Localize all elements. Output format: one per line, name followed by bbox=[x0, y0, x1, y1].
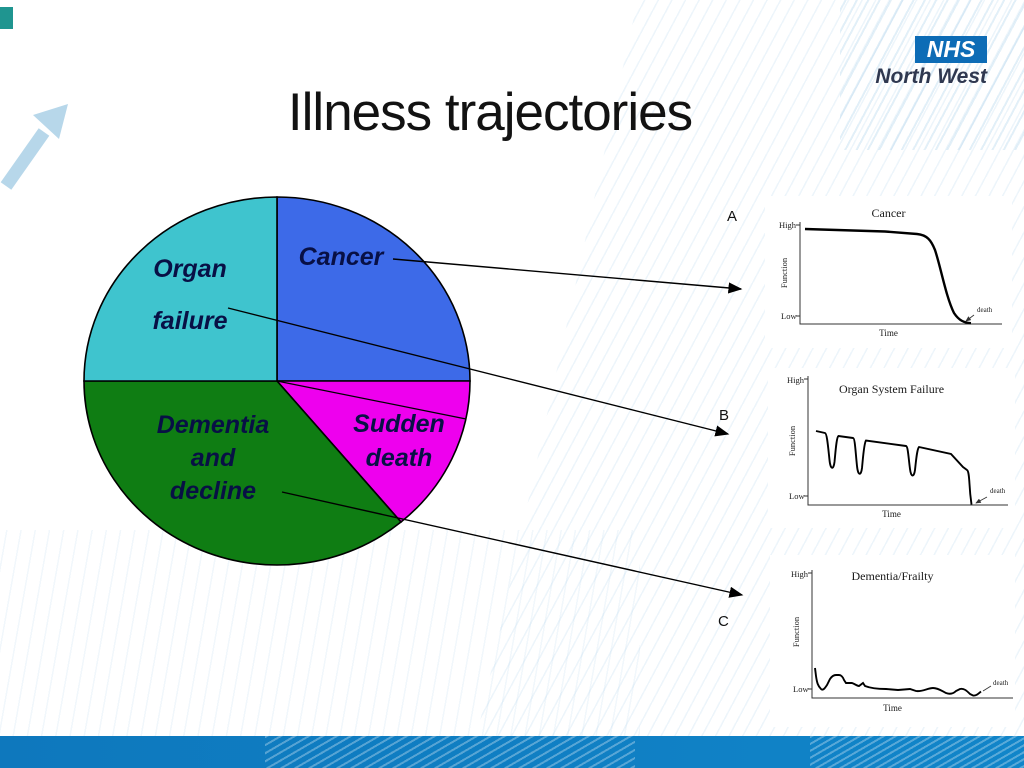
chart-title: Dementia/Frailty bbox=[851, 569, 934, 583]
x-axis-title: Time bbox=[882, 509, 901, 519]
dementia-frailty-trajectory-plot bbox=[808, 570, 1013, 699]
pie-label-sudden-line2: death bbox=[365, 444, 433, 472]
y-axis-high-label: High bbox=[791, 569, 808, 579]
trajectory-chart-organ-system-failure: Organ System Failure High Low Function T… bbox=[768, 368, 1015, 528]
pie-slice-sudden-death bbox=[275, 380, 471, 524]
death-annotation: death bbox=[990, 487, 1006, 495]
pie-label-sudden-death: Sudden death bbox=[328, 407, 470, 475]
corner-accent-square bbox=[0, 7, 13, 29]
cancer-curve bbox=[804, 227, 972, 325]
chart-letter-c: C bbox=[718, 613, 729, 630]
chart-title: Cancer bbox=[871, 206, 906, 220]
x-axis-title: Time bbox=[879, 328, 898, 338]
pie-label-dementia-and-decline: Dementia and decline bbox=[133, 409, 293, 508]
pie-label-failure: failure bbox=[152, 307, 228, 335]
pie-slice-cancer bbox=[276, 196, 471, 382]
trajectory-chart-dementia-frailty: Dementia/Frailty High Low Function Time … bbox=[770, 555, 1015, 727]
band-streaks-left bbox=[265, 736, 635, 768]
y-axis-title: Function bbox=[791, 616, 802, 648]
nhs-logo-box: NHS bbox=[915, 36, 987, 63]
pie-chart bbox=[83, 196, 471, 566]
y-axis-high-label: High bbox=[787, 375, 804, 385]
y-axis-low-label: Low bbox=[781, 311, 797, 321]
pie-label-cancer: Cancer bbox=[298, 243, 384, 271]
cancer-trajectory-plot bbox=[796, 222, 1002, 325]
pie-label-dementia-line2: and bbox=[190, 444, 236, 472]
pie-slice-organ-failure bbox=[83, 196, 278, 382]
chart-title: Organ System Failure bbox=[838, 382, 945, 396]
up-right-arrow-icon bbox=[0, 104, 68, 190]
chart-letter-b: B bbox=[719, 407, 730, 424]
nhs-north-west-logo: NHS North West bbox=[827, 36, 987, 87]
death-annotation: death bbox=[993, 679, 1009, 687]
trajectory-chart-cancer: Cancer High Low Function Time death bbox=[765, 196, 1012, 348]
y-axis-high-label: High bbox=[779, 220, 796, 230]
band-streaks-right bbox=[810, 736, 1024, 768]
organ-failure-curve bbox=[815, 430, 973, 505]
y-axis-low-label: Low bbox=[789, 491, 805, 501]
slide-title: Illness trajectories bbox=[287, 83, 693, 142]
y-axis-title: Function bbox=[787, 425, 798, 457]
connector-arrow-dementia-to-c bbox=[281, 491, 744, 598]
pie-inner-divider-line bbox=[276, 380, 467, 420]
chart-letter-a: A bbox=[727, 208, 738, 225]
pie-label-dementia-line3: decline bbox=[169, 477, 257, 505]
y-axis-title: Function bbox=[779, 257, 790, 289]
pie-label-dementia-line1: Dementia bbox=[156, 411, 270, 439]
x-axis-title: Time bbox=[883, 703, 902, 713]
nhs-region-label: North West bbox=[875, 65, 987, 88]
pie-slice-dementia-decline bbox=[83, 380, 403, 566]
y-axis-low-label: Low bbox=[793, 684, 809, 694]
organ-failure-trajectory-plot bbox=[804, 376, 1008, 506]
connector-arrows bbox=[227, 258, 744, 598]
connector-arrow-organ-to-b bbox=[227, 307, 730, 437]
pie-label-sudden-line1: Sudden bbox=[353, 410, 445, 438]
pie-label-organ: Organ bbox=[153, 255, 227, 283]
connector-arrow-cancer-to-a bbox=[392, 258, 743, 294]
dementia-frailty-curve bbox=[814, 667, 982, 697]
bottom-blue-band bbox=[0, 736, 1024, 768]
death-annotation: death bbox=[977, 306, 993, 314]
